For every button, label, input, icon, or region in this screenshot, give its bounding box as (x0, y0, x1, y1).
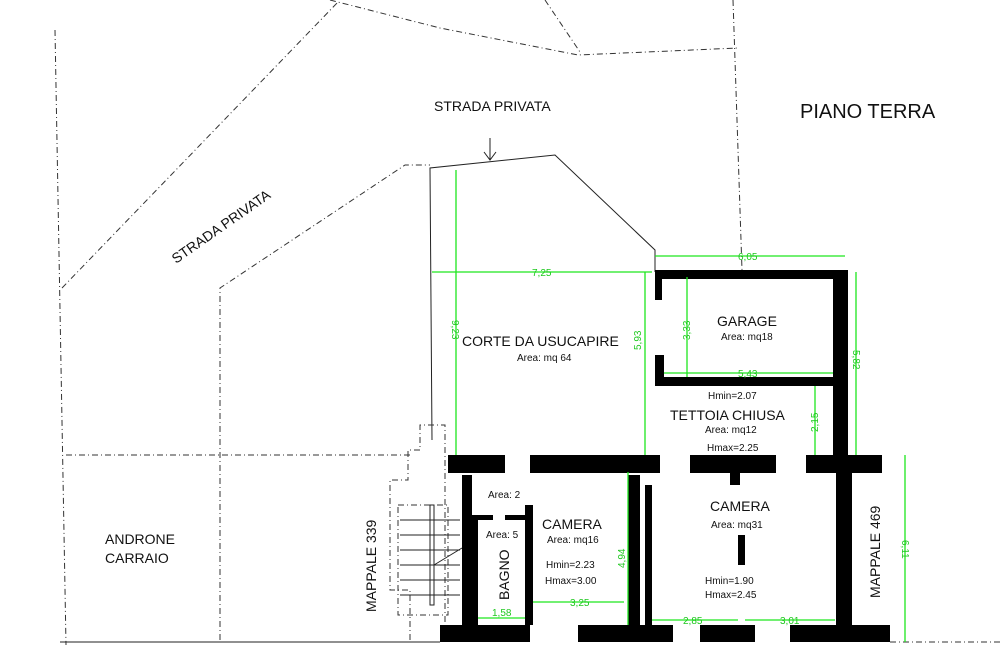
dim-building-depth: 6,11 (899, 540, 910, 559)
camera-small-area: Area: mq16 (547, 535, 599, 546)
camera-small-hmax: Hmax=3.00 (545, 576, 597, 587)
camera-large-area: Area: mq31 (711, 520, 763, 531)
dim-corte-height: 9,23 (449, 320, 460, 340)
tettoia-name: TETTOIA CHIUSA (670, 407, 786, 423)
staircase (397, 504, 463, 616)
site-boundaries (54, 0, 1000, 646)
camera-large-name: CAMERA (710, 498, 771, 514)
androne-label-1: ANDRONE (105, 531, 175, 547)
tettoia-hmax: Hmax=2.25 (707, 443, 759, 454)
dim-garage-outer: 6,05 (738, 252, 758, 263)
dim-right-height: 5,82 (850, 350, 861, 370)
garage-name: GARAGE (717, 313, 777, 329)
corte-name: CORTE DA USUCAPIRE (462, 333, 619, 349)
camera-small-name: CAMERA (542, 516, 603, 532)
dim-garage-depth: 3,33 (682, 320, 693, 340)
walls (440, 270, 890, 642)
corte-area: Area: mq 64 (517, 353, 572, 364)
plan-title: PIANO TERRA (800, 101, 936, 123)
tettoia-hmin: Hmin=2.07 (708, 391, 757, 402)
dim-garage-width: 5,43 (738, 369, 758, 380)
camera-large-hmin: Hmin=1.90 (705, 576, 754, 587)
bagno-name: BAGNO (496, 549, 512, 600)
mappale-339: MAPPALE 339 (363, 519, 379, 612)
bagno-area: Area: 5 (486, 530, 519, 541)
street-label-top: STRADA PRIVATA (434, 98, 551, 114)
dimension-lines (432, 170, 906, 642)
dim-camera-large-w2: 3,01 (780, 616, 800, 627)
dim-camera-small-width: 3,25 (570, 598, 590, 609)
mappale-469: MAPPALE 469 (867, 505, 883, 598)
dim-left-wall: 5,93 (633, 330, 644, 350)
dimension-labels: 7,25 9,23 6,05 5,93 3,33 5,43 5,82 2,15 … (449, 252, 910, 627)
camera-large-hmax: Hmax=2.45 (705, 590, 757, 601)
garage-area: Area: mq18 (721, 332, 773, 343)
disimpegno-area: Area: 2 (488, 490, 521, 501)
street-label-diagonal: STRADA PRIVATA (169, 186, 274, 266)
tettoia-area: Area: mq12 (705, 425, 757, 436)
androne-label-2: CARRAIO (105, 550, 169, 566)
dim-camera-large-w1: 2,85 (683, 616, 703, 627)
dim-bagno-width: 1,58 (492, 608, 512, 619)
camera-small-hmin: Hmin=2.23 (546, 560, 595, 571)
dim-camera-small-depth: 4,94 (617, 548, 628, 568)
dim-corte-width: 7,25 (532, 268, 552, 279)
dim-tettoia-depth: 2,15 (810, 412, 821, 432)
